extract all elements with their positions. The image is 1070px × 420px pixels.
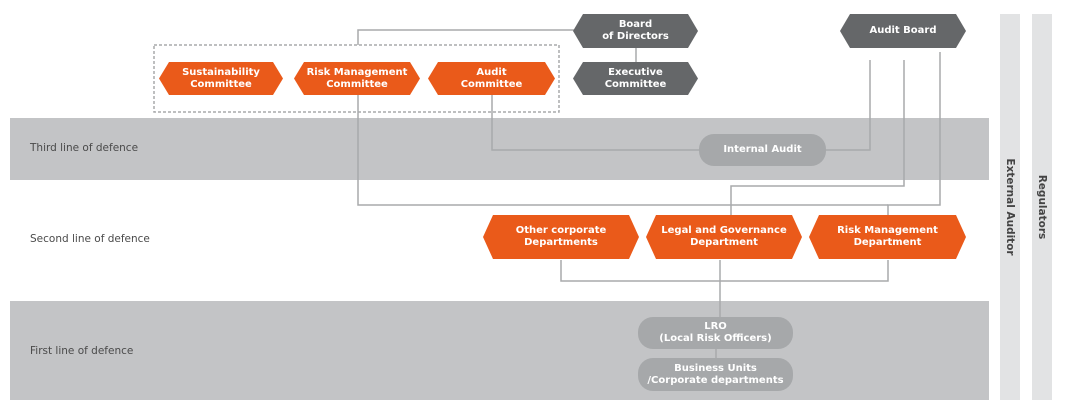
audit-board-to-internal-audit-line	[826, 60, 871, 151]
business-units-node: Business Units /Corporate departments	[638, 358, 793, 391]
internal-audit-node: Internal Audit	[699, 134, 826, 166]
risk-management-department-node: Risk Management Department	[809, 215, 966, 259]
board-of-directors-node: Board of Directors	[573, 14, 698, 48]
second-line-to-first-line-line	[560, 260, 889, 282]
second-line-label: Second line of defence	[30, 233, 150, 245]
first-line-label: First line of defence	[30, 345, 134, 357]
audit-committee-to-internal-audit-line	[491, 95, 700, 151]
audit-committee-node: Audit Committee	[428, 62, 555, 95]
audit-board-node: Audit Board	[840, 14, 966, 48]
executive-committee-node: Executive Committee	[573, 62, 698, 95]
lro-node: LRO (Local Risk Officers)	[638, 317, 793, 349]
other-corporate-departments-node: Other corporate Departments	[483, 215, 639, 259]
regulators-bar: Regulators	[1032, 14, 1052, 400]
board-to-committees-line	[357, 29, 574, 45]
audit-board-to-legal-line	[730, 60, 905, 215]
first-line-band	[10, 301, 989, 400]
risk-management-committee-node: Risk Management Committee	[294, 62, 420, 95]
legal-governance-department-node: Legal and Governance Department	[646, 215, 802, 259]
committee-group-box	[153, 44, 560, 113]
external-auditor-bar: External Auditor	[1000, 14, 1020, 400]
audit-board-to-risk-dept-line	[887, 52, 941, 215]
risk-committee-to-second-line-line	[357, 95, 888, 206]
third-line-label: Third line of defence	[30, 142, 139, 154]
sustainability-committee-node: Sustainability Committee	[159, 62, 283, 95]
